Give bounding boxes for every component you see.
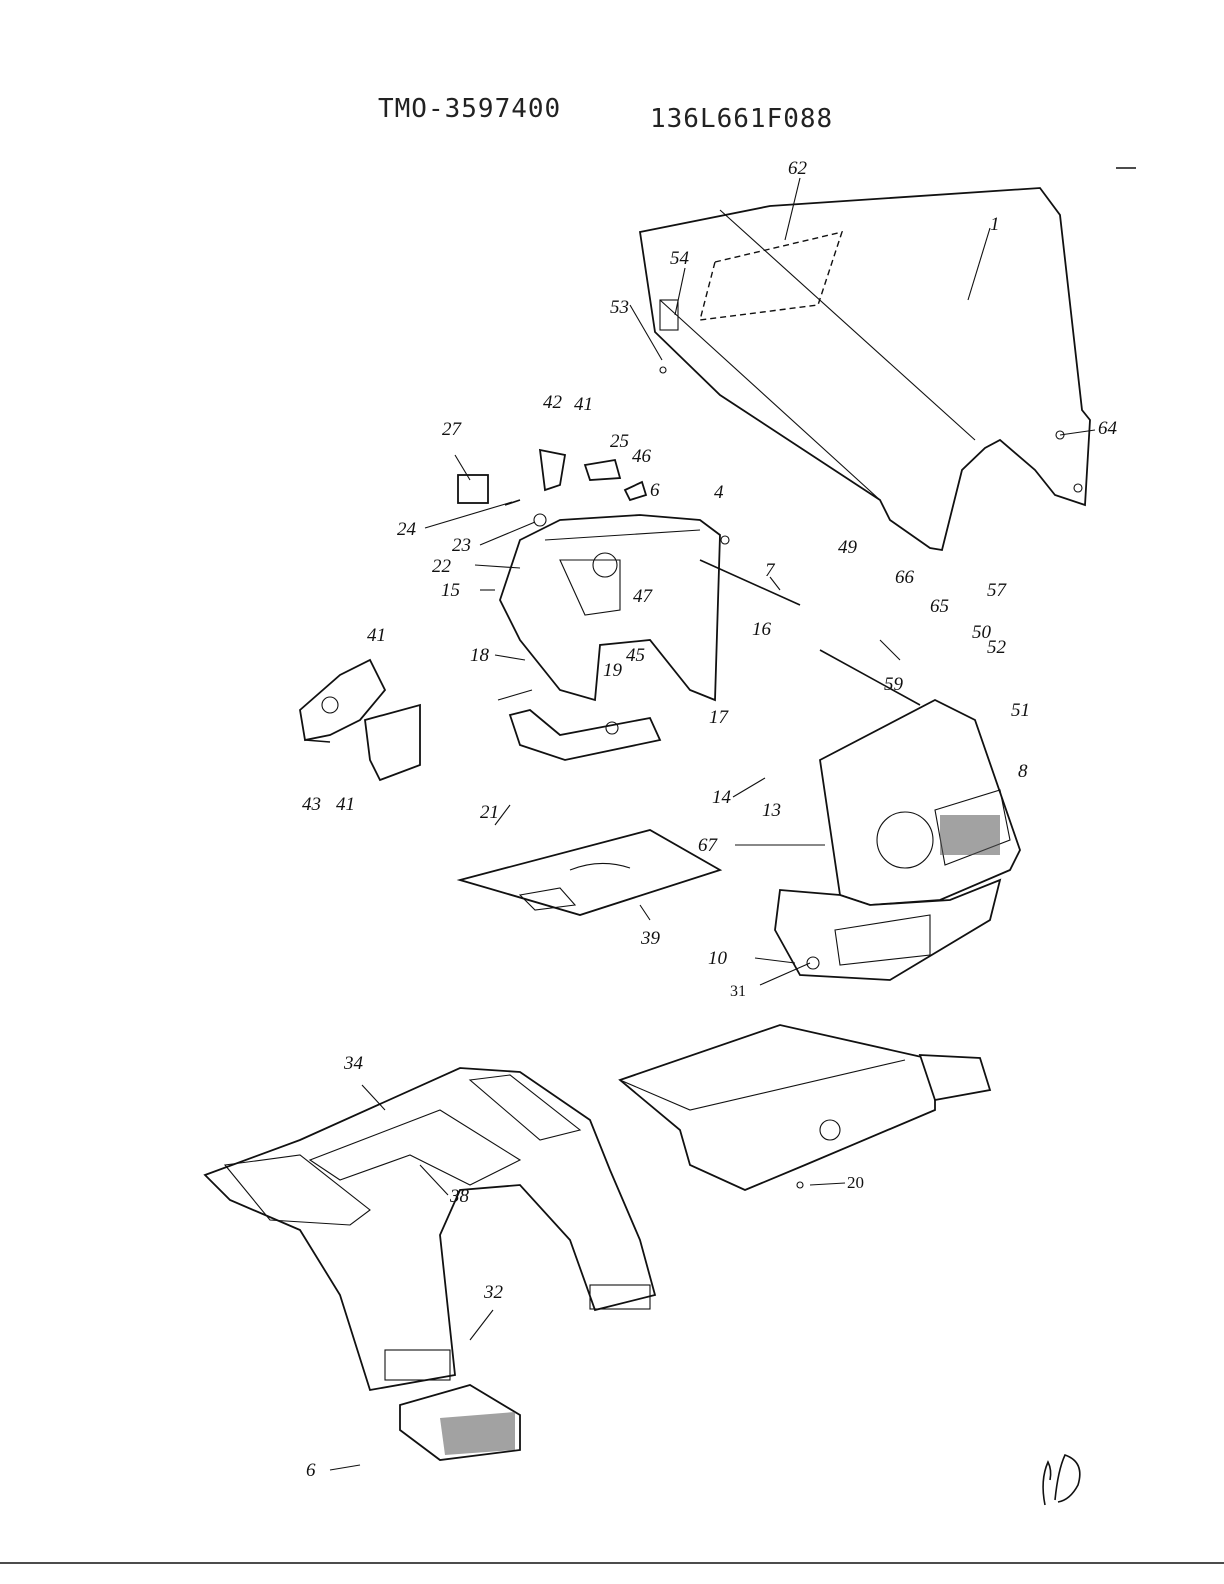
leader-lines xyxy=(329,177,1096,1471)
callout-8: 8 xyxy=(1018,761,1028,782)
hood-latch xyxy=(659,299,679,331)
grille-part xyxy=(774,698,1021,981)
footrest-part xyxy=(399,1384,521,1461)
callout-24: 24 xyxy=(397,519,417,540)
callout-15: 15 xyxy=(441,580,460,601)
part-code: 136L661F088 xyxy=(650,104,834,134)
callout-46: 46 xyxy=(632,446,652,467)
callout-22: 22 xyxy=(432,556,452,577)
callout-17: 17 xyxy=(709,707,730,728)
frame-part xyxy=(618,1024,992,1191)
small-parts xyxy=(457,448,730,545)
callout-66: 66 xyxy=(895,567,915,588)
callout-53: 53 xyxy=(610,297,629,318)
handwritten-mark xyxy=(1042,1454,1081,1506)
callout-50: 50 xyxy=(972,622,992,643)
bracket-part xyxy=(508,709,662,761)
callout-23: 23 xyxy=(452,535,471,556)
callout-47: 47 xyxy=(633,586,654,607)
callout-39: 39 xyxy=(640,928,661,949)
callout-1: 1 xyxy=(990,214,1000,235)
callout-62: 62 xyxy=(788,158,808,179)
model-code: TMO-3597400 xyxy=(378,94,562,124)
callout-51: 51 xyxy=(1011,700,1030,721)
callout-41c: 41 xyxy=(336,794,355,815)
callout-20: 20 xyxy=(847,1173,864,1192)
callout-6b: 6 xyxy=(306,1460,316,1481)
callout-34: 34 xyxy=(343,1053,364,1074)
callout-18: 18 xyxy=(470,645,490,666)
callout-41b: 41 xyxy=(367,625,386,646)
linkage-part xyxy=(299,658,421,782)
callout-13: 13 xyxy=(762,800,781,821)
callout-16: 16 xyxy=(752,619,772,640)
hood-part xyxy=(638,187,1091,552)
callout-32: 32 xyxy=(483,1282,504,1303)
floor-plate-part xyxy=(456,829,723,916)
fender-part xyxy=(203,1067,657,1392)
callout-49: 49 xyxy=(838,537,858,558)
callout-27: 27 xyxy=(442,419,463,440)
callout-31: 31 xyxy=(730,983,746,1000)
headlight xyxy=(876,811,934,869)
callout-7: 7 xyxy=(765,560,776,581)
callout-57: 57 xyxy=(987,580,1008,601)
callout-42: 42 xyxy=(543,392,563,413)
callout-10: 10 xyxy=(708,948,728,969)
callout-64: 64 xyxy=(1098,418,1118,439)
callout-45: 45 xyxy=(626,645,645,666)
callout-19: 19 xyxy=(603,660,623,681)
callout-21: 21 xyxy=(480,802,499,823)
callout-43: 43 xyxy=(302,794,321,815)
dash-panel-part xyxy=(499,513,721,702)
callout-38: 38 xyxy=(449,1186,470,1207)
callout-25: 25 xyxy=(610,431,629,452)
callout-52: 52 xyxy=(987,637,1007,658)
callout-41: 41 xyxy=(574,394,593,415)
callout-labels: 62 1 54 53 64 42 41 27 25 46 6 4 24 23 2… xyxy=(302,158,1118,1481)
callout-65: 65 xyxy=(930,596,949,617)
linkage-rod xyxy=(699,559,921,706)
callout-4: 4 xyxy=(714,482,724,503)
callout-67: 67 xyxy=(698,835,719,856)
callout-54: 54 xyxy=(670,248,690,269)
callout-6: 6 xyxy=(650,480,660,501)
callout-59: 59 xyxy=(884,674,904,695)
callout-14: 14 xyxy=(712,787,732,808)
part-27 xyxy=(457,474,489,504)
